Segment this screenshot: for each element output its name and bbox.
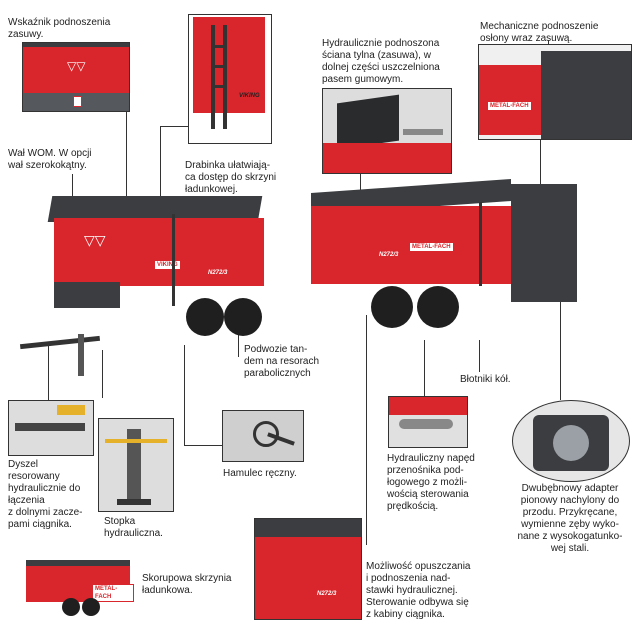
callout-indicator: Wskaźnik podnoszenia zasuwy.	[8, 17, 111, 40]
extension-model-mark: N272/3	[317, 591, 337, 597]
connector-hydraulic-wall	[360, 152, 361, 224]
skip-box-plate: METAL-FACH	[92, 584, 134, 602]
callout-handbrake: Hamulec ręczny.	[223, 468, 297, 479]
callout-mechanical-cover: Mechaniczne podnoszenie osłony wraz zasu…	[480, 21, 599, 44]
connector-handbrake-v	[184, 345, 185, 445]
photo-adapter	[512, 400, 630, 482]
photo-extension: N272/3	[254, 518, 362, 620]
front-model-mark: N272/3	[208, 270, 228, 276]
connector-stand	[102, 350, 103, 398]
photo-stand	[98, 418, 174, 512]
indicator-icon	[73, 96, 82, 107]
photo-indicator: ▽▽	[22, 42, 130, 112]
connector-indicator	[126, 110, 127, 202]
photo-handbrake	[222, 410, 304, 462]
trailer-front-view: ▽▽ VIKING N272/3	[19, 190, 270, 380]
chevron-logo-icon: ▽▽	[67, 59, 86, 73]
callout-drawbar: Dyszel resorowany hydraulicznie do łącze…	[8, 459, 83, 530]
connector-extension	[366, 315, 367, 545]
callout-adapter: Dwubębnowy adapter pionowy nachylony do …	[517, 483, 623, 554]
callout-hydraulic-wall: Hydraulicznie podnoszona ściana tylna (z…	[322, 38, 440, 85]
callout-mudguards: Błotniki kół.	[460, 374, 511, 385]
brand-plate: METAL-FACH	[487, 101, 532, 111]
connector-handbrake-h	[184, 445, 222, 446]
connector-drawbar	[48, 345, 49, 403]
connector-tandem	[238, 335, 239, 357]
photo-hydraulic-wall	[322, 88, 452, 174]
trailer-rear-view: METAL-FACH N272/3	[305, 178, 585, 358]
connector-conveyor	[424, 340, 425, 396]
callout-skip-box: Skorupowa skrzynia ładunkowa.	[142, 573, 232, 596]
callout-tandem: Podwozie tan- dem na resorach parabolicz…	[244, 344, 320, 379]
front-chevron-icon: ▽▽	[84, 232, 106, 248]
connector-mudguards	[479, 340, 480, 372]
front-series-plate: VIKING	[154, 260, 181, 270]
photo-ladder: VIKING	[188, 14, 272, 144]
trailer-skip-box: METAL-FACH	[22, 556, 134, 622]
connector-ladder-h	[160, 126, 190, 127]
connector-mechanical-cover-low	[540, 137, 541, 187]
callout-stand: Stopka hydrauliczna.	[104, 516, 163, 539]
series-mark: VIKING	[239, 93, 260, 99]
connector-adapter	[560, 300, 561, 400]
photo-drawbar	[8, 400, 94, 456]
rear-brand-plate: METAL-FACH	[409, 242, 454, 252]
photo-mechanical-cover: METAL-FACH	[478, 44, 632, 140]
photo-conveyor	[388, 396, 468, 448]
callout-conveyor: Hydrauliczny napęd przenośnika pod- łogo…	[387, 453, 475, 512]
callout-ladder: Drabinka ułatwiają- ca dostęp do skrzyni…	[185, 160, 277, 195]
callout-extension: Możliwość opuszczania i podnoszenia nad-…	[366, 561, 471, 620]
connector-ladder-v	[160, 126, 161, 206]
rear-model-mark: N272/3	[379, 252, 399, 258]
callout-pto: Wał WOM. W opcji wał szerokokątny.	[8, 148, 92, 171]
